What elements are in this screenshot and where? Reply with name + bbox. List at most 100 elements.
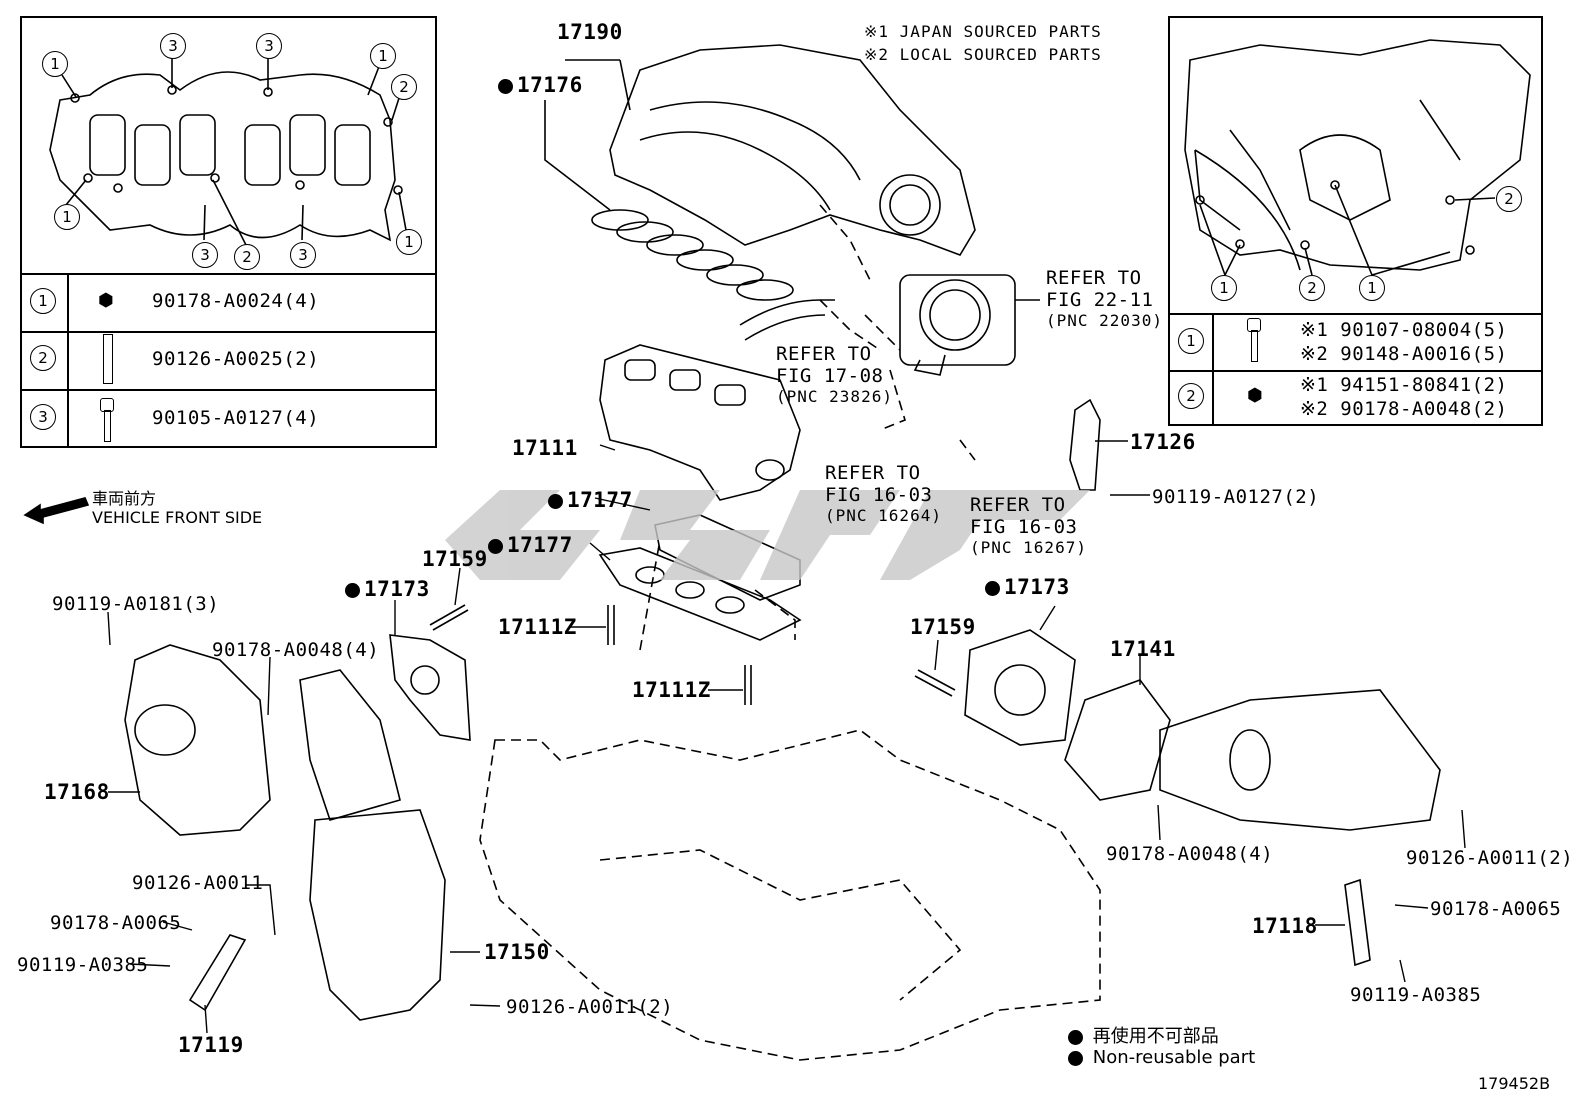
- part-number: 17173: [364, 577, 430, 601]
- part-17141[interactable]: 17141: [1110, 637, 1176, 661]
- part-17111z[interactable]: 17111Z: [632, 678, 711, 702]
- part-17111[interactable]: 17111: [512, 436, 578, 460]
- gasket-17173-right: [964, 629, 1076, 746]
- part-17150[interactable]: 17150: [484, 940, 550, 964]
- refer-22-11: REFER TO FIG 22-11 (PNC 22030): [1046, 267, 1163, 330]
- part-17159[interactable]: 17159: [910, 615, 976, 639]
- part-17177[interactable]: 17177: [548, 488, 633, 512]
- part-number: 17173: [1004, 575, 1070, 599]
- table-part: ※2 90148-A0016(5): [1300, 343, 1508, 365]
- stud-17111z-b: [744, 665, 752, 705]
- table-key: 2: [1178, 383, 1204, 409]
- refer-line: FIG 16-03: [825, 484, 933, 506]
- exhaust-manifold-17150: [299, 669, 446, 1021]
- intake-manifold-17190: [609, 44, 976, 256]
- part-90126-a0011-2[interactable]: 90126-A0011(2): [1406, 847, 1574, 869]
- bracket-17126: [1069, 398, 1101, 491]
- refer-line: (PNC 23826): [776, 387, 893, 406]
- callout-1: 1: [54, 204, 80, 230]
- bolt-icon: [1247, 318, 1261, 332]
- refer-line: FIG 17-08: [776, 365, 884, 387]
- refer-line: (PNC 16264): [825, 506, 942, 525]
- part-90178-a0048[interactable]: 90178-A0048(4): [212, 639, 380, 661]
- part-17118[interactable]: 17118: [1252, 914, 1318, 938]
- legend-en: Non-reusable part: [1068, 1047, 1255, 1068]
- refer-line: FIG 16-03: [970, 516, 1078, 538]
- bolt-icon: [100, 398, 114, 412]
- stud-17111z-a: [607, 605, 615, 645]
- callout-1: 1: [396, 229, 422, 255]
- part-90178-a0065[interactable]: 90178-A0065: [50, 912, 182, 934]
- lower-intake-17111: [599, 344, 801, 501]
- part-90178-a0048[interactable]: 90178-A0048(4): [1106, 843, 1274, 865]
- refer-line: REFER TO: [1046, 267, 1142, 289]
- gasket-set-17176: [591, 209, 794, 301]
- engine-outline-dashed: [479, 204, 1101, 1061]
- table-part: ※1 94151-80841(2): [1300, 374, 1508, 396]
- table-key: 3: [30, 404, 56, 430]
- refer-17-08: REFER TO FIG 17-08 (PNC 23826): [776, 343, 893, 406]
- stud-17159-left: [429, 604, 469, 631]
- part-17190[interactable]: 17190: [557, 20, 623, 44]
- callout-2: 2: [1496, 186, 1522, 212]
- part-17173[interactable]: 17173: [345, 577, 430, 601]
- table-part: ※1 90107-08004(5): [1300, 319, 1508, 341]
- part-90119-a0385[interactable]: 90119-A0385: [1350, 984, 1482, 1006]
- table-key: 2: [30, 345, 56, 371]
- legend-en-text: Non-reusable part: [1092, 1047, 1256, 1068]
- part-number: 17177: [567, 488, 633, 512]
- callout-1: 1: [42, 51, 68, 77]
- stud-icon: [103, 334, 113, 384]
- part-90119-a0385[interactable]: 90119-A0385: [17, 954, 149, 976]
- table-part: 90178-A0024(4): [152, 290, 320, 312]
- nut-icon: ⬢: [98, 290, 114, 311]
- callout-1: 1: [1359, 275, 1385, 301]
- callout-3: 3: [290, 242, 316, 268]
- part-17159[interactable]: 17159: [422, 547, 488, 571]
- part-17119[interactable]: 17119: [178, 1033, 244, 1057]
- callout-2: 2: [234, 244, 260, 270]
- callout-3: 3: [192, 242, 218, 268]
- nut-icon: ⬢: [1247, 385, 1263, 406]
- refer-16-03-a: REFER TO FIG 16-03 (PNC 16264): [825, 462, 942, 525]
- callout-2: 2: [1299, 275, 1325, 301]
- callout-2: 2: [391, 74, 417, 100]
- legend-jp-text: 再使用不可部品: [1092, 1026, 1219, 1047]
- gasket-17177-lower: [598, 547, 802, 641]
- bolt-shank-icon: [104, 410, 111, 442]
- part-90119-a0181[interactable]: 90119-A0181(3): [52, 593, 220, 615]
- bolt-shank-icon: [1251, 330, 1258, 362]
- stud-17159-right: [914, 669, 956, 697]
- part-number: 17176: [517, 73, 583, 97]
- part-number: 17177: [507, 533, 573, 557]
- refer-16-03-b: REFER TO FIG 16-03 (PNC 16267): [970, 494, 1087, 557]
- left-parts-table: [20, 16, 437, 448]
- part-17168[interactable]: 17168: [44, 780, 110, 804]
- bracket-17118: [1344, 878, 1371, 967]
- refer-line: (PNC 22030): [1046, 311, 1163, 330]
- bracket-17119: [188, 934, 247, 1012]
- watermark: [445, 490, 1090, 580]
- refer-line: REFER TO: [970, 494, 1066, 516]
- direction-jp: 車両前方: [92, 489, 157, 508]
- part-90126-a0011[interactable]: 90126-A0011: [132, 872, 264, 894]
- right-parts-table: [1168, 16, 1543, 426]
- refer-line: REFER TO: [825, 462, 921, 484]
- part-17126[interactable]: 17126: [1130, 430, 1196, 454]
- throttle-body: [899, 274, 1016, 376]
- callout-1: 1: [1211, 275, 1237, 301]
- part-17173[interactable]: 17173: [985, 575, 1070, 599]
- part-90126-a0011-2[interactable]: 90126-A0011(2): [506, 996, 674, 1018]
- table-part: ※2 90178-A0048(2): [1300, 398, 1508, 420]
- figure-id: 179452B: [1478, 1074, 1551, 1093]
- part-17177[interactable]: 17177: [488, 533, 573, 557]
- refer-line: FIG 22-11: [1046, 289, 1154, 311]
- part-17111z[interactable]: 17111Z: [498, 615, 577, 639]
- part-90178-a0065[interactable]: 90178-A0065: [1430, 898, 1562, 920]
- upper-manifold-rear-outline: [1184, 39, 1531, 271]
- part-17176[interactable]: 17176: [498, 73, 583, 97]
- part-90119-a0127[interactable]: 90119-A0127(2): [1152, 486, 1320, 508]
- table-key: 1: [1178, 328, 1204, 354]
- direction-en: VEHICLE FRONT SIDE: [92, 508, 263, 527]
